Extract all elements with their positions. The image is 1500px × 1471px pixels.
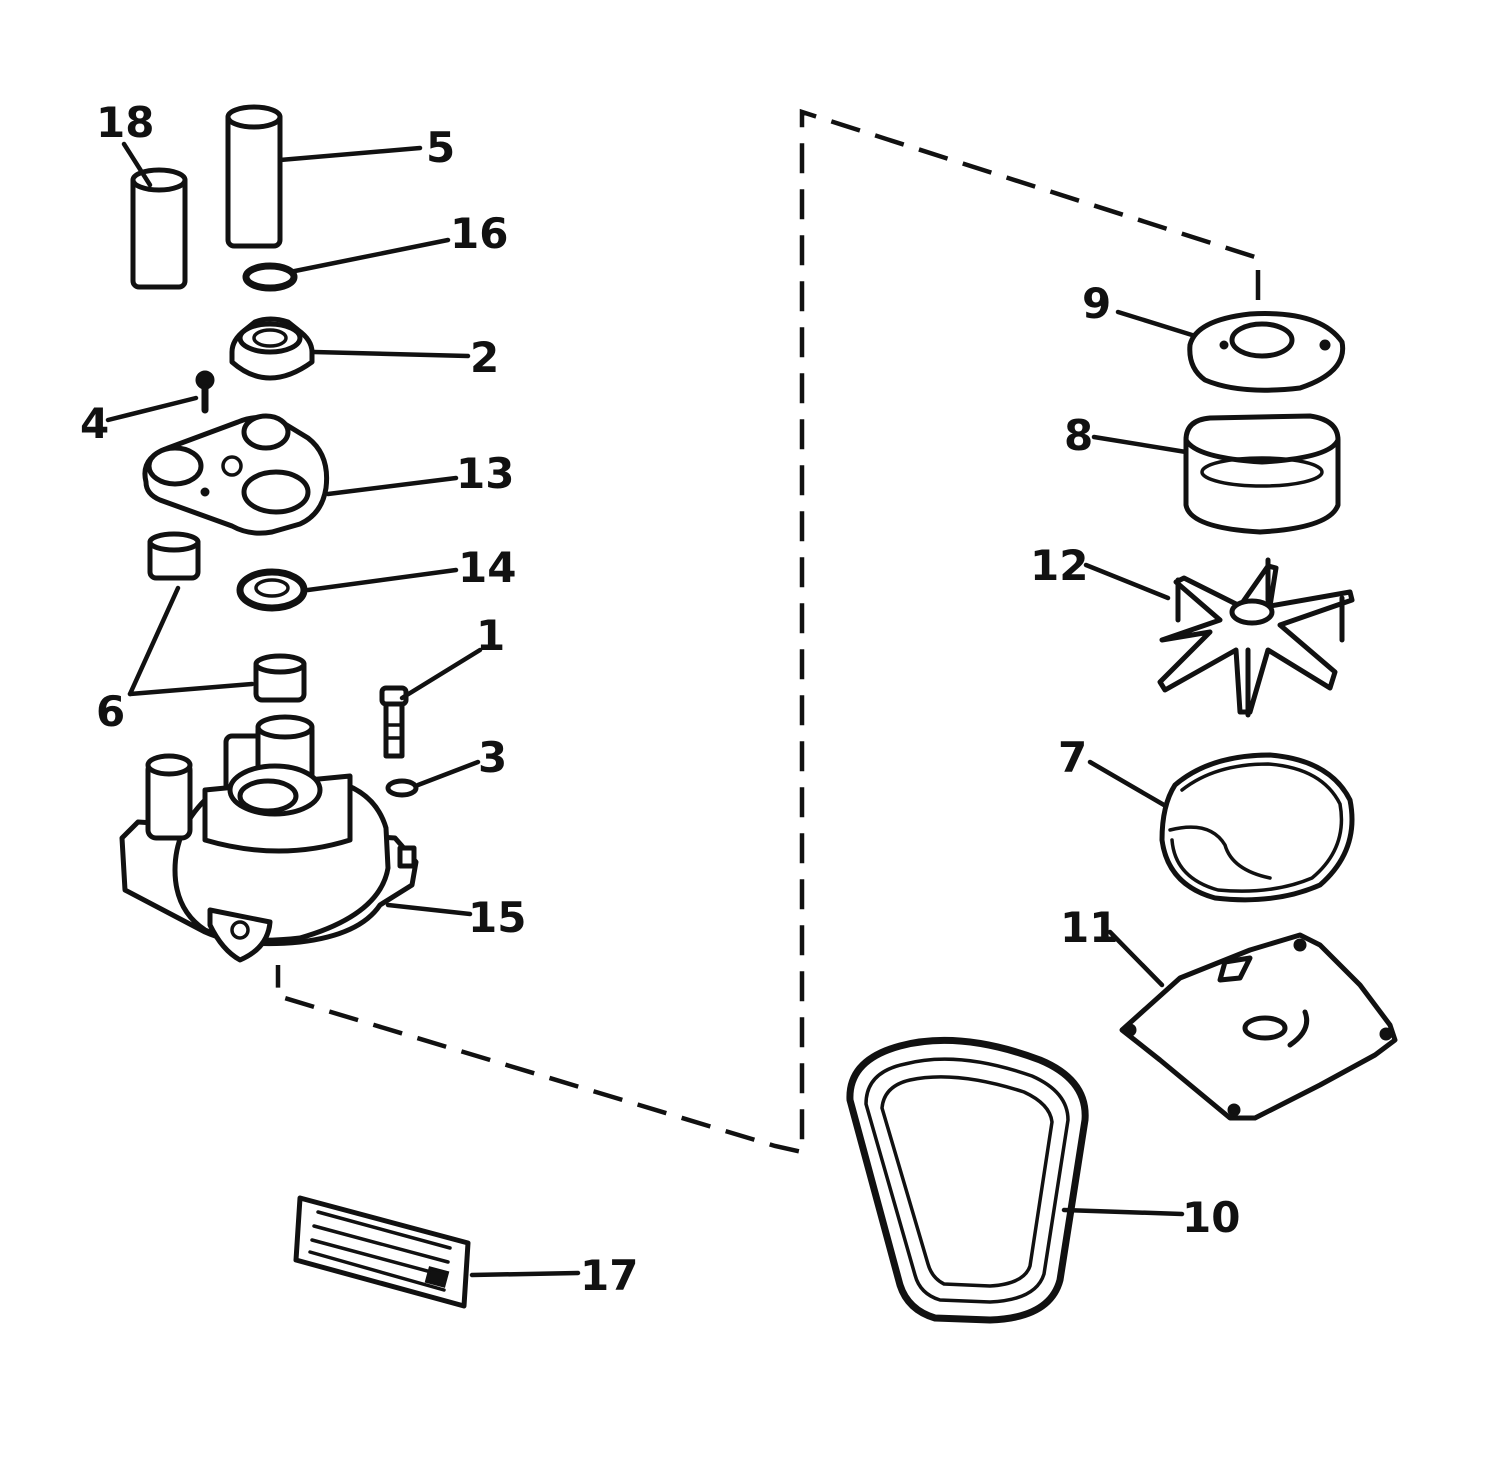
callout-4: 4 — [80, 399, 109, 448]
callout-2: 2 — [470, 333, 499, 382]
callout-18: 18 — [96, 98, 154, 147]
callout-16: 16 — [450, 209, 508, 258]
part-bushing-6b — [253, 653, 307, 703]
part-seal-10 — [846, 1036, 1089, 1324]
callout-15: 15 — [468, 893, 526, 942]
callout-5: 5 — [426, 123, 455, 172]
part-pin-4 — [195, 370, 215, 414]
callout-6: 6 — [96, 687, 125, 736]
leader-lines — [105, 141, 1195, 1278]
part-impeller-12 — [1157, 557, 1355, 718]
part-gasket-7 — [1159, 752, 1355, 903]
callout-9: 9 — [1082, 279, 1111, 328]
callout-1: 1 — [476, 611, 505, 660]
part-seal-14 — [236, 568, 308, 612]
callout-7: 7 — [1058, 733, 1087, 782]
part-grommet-2 — [229, 316, 315, 381]
callout-10: 10 — [1182, 1193, 1240, 1242]
part-bolt-1 — [379, 685, 409, 759]
part-liner-8 — [1183, 413, 1341, 535]
callout-8: 8 — [1064, 411, 1093, 460]
part-tube-5 — [225, 104, 283, 249]
callout-3: 3 — [478, 733, 507, 782]
part-cover-11 — [1119, 932, 1398, 1121]
part-oring-16 — [242, 262, 298, 292]
callout-12: 12 — [1030, 541, 1088, 590]
part-bushing-6a — [147, 531, 201, 581]
callout-13: 13 — [456, 449, 514, 498]
part-plate-13 — [142, 413, 330, 536]
part-washer-3 — [385, 778, 419, 798]
part-sleeve-18 — [130, 167, 188, 290]
part-housing-15 — [119, 714, 419, 963]
callout-labels: 18 5 16 2 4 13 14 6 1 3 15 9 8 12 7 11 1… — [80, 98, 1240, 1300]
assembly-dashed-outline — [275, 108, 1261, 1155]
callout-14: 14 — [458, 543, 516, 592]
callout-11: 11 — [1060, 903, 1118, 952]
callout-17: 17 — [580, 1251, 638, 1300]
part-plate-9 — [1187, 311, 1346, 393]
part-decal-17 — [293, 1195, 471, 1309]
